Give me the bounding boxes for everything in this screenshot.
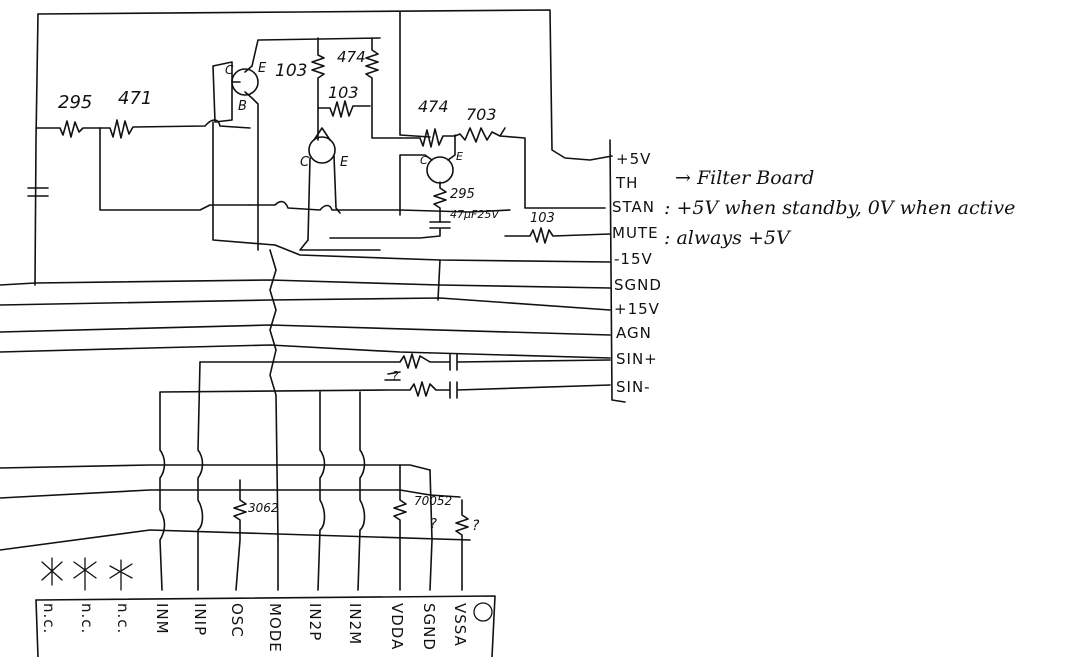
top-bus bbox=[34, 9, 613, 286]
pin-agn: AGN bbox=[616, 324, 652, 342]
t1-b: B bbox=[238, 99, 247, 114]
ic-pin-vssa: VSSA bbox=[451, 603, 469, 647]
label-r-474-top: 474 bbox=[337, 48, 366, 66]
pin-th: TH bbox=[615, 174, 638, 192]
ic-pin-mode: MODE bbox=[266, 603, 284, 653]
ic-pin-nc-3: n.c. bbox=[114, 603, 132, 634]
t2-c: C bbox=[300, 155, 310, 170]
label-r-295-a: 295 bbox=[58, 92, 92, 113]
ic-pin-in2m: IN2M bbox=[346, 603, 364, 645]
label-r-474-right: 474 bbox=[418, 97, 449, 116]
connector-pin-labels: +5V TH STAN MUTE -15V SGND +15V AGN SIN+… bbox=[612, 150, 662, 396]
ic-pin-nc-2: n.c. bbox=[78, 603, 96, 634]
ic-pin-inm: INM bbox=[153, 603, 171, 635]
t3-e: E bbox=[456, 150, 463, 163]
right-resistors bbox=[399, 127, 606, 209]
component-labels: 295 471 103 474 103 474 703 295 47µF25V … bbox=[58, 48, 555, 534]
t1-c: C bbox=[225, 63, 234, 77]
t2-e: E bbox=[340, 155, 349, 170]
sin-rc-network bbox=[159, 353, 611, 399]
ic-pin-in2p: IN2P bbox=[306, 603, 324, 641]
pin-mute: MUTE bbox=[612, 224, 659, 242]
label-q-sin: ? bbox=[392, 369, 399, 383]
label-cap-47: 47µF25V bbox=[450, 208, 500, 221]
transistor-2 bbox=[299, 127, 381, 251]
t3-c: C bbox=[420, 154, 428, 167]
pin-pos15v: +15V bbox=[614, 300, 660, 318]
transistor-3 bbox=[329, 134, 456, 239]
pin-neg15v: -15V bbox=[614, 250, 653, 268]
pin-sgnd: SGND bbox=[614, 276, 662, 294]
label-r-103-mid: 103 bbox=[328, 83, 359, 102]
transistor-1 bbox=[212, 37, 381, 251]
t1-e: E bbox=[258, 61, 267, 76]
ic-pin-nc-1: n.c. bbox=[40, 603, 58, 634]
pin-5v: +5V bbox=[616, 150, 651, 168]
note-filter-board: → Filter Board bbox=[675, 167, 814, 189]
label-q-vssa: ? bbox=[472, 518, 480, 534]
transistor-terminal-labels: C E B C E C E bbox=[225, 61, 463, 170]
label-r-703: 703 bbox=[466, 105, 497, 124]
connector-wires bbox=[0, 200, 611, 541]
label-r-103-e: 103 bbox=[275, 61, 307, 81]
nc-markers bbox=[41, 557, 133, 591]
label-r-70052: 70052 bbox=[414, 494, 452, 508]
left-capacitor bbox=[27, 187, 49, 197]
label-q-sgnd: ? bbox=[430, 517, 437, 532]
label-r-471: 471 bbox=[118, 88, 152, 109]
label-r-3062: 3062 bbox=[248, 501, 279, 515]
notes: → Filter Board : +5V when standby, 0V wh… bbox=[664, 167, 1015, 249]
input-resistor-row bbox=[35, 119, 251, 211]
ic-pin-inip: INIP bbox=[191, 603, 209, 636]
connector-block bbox=[609, 139, 626, 403]
top-resistor-cluster bbox=[311, 37, 401, 141]
label-r-295-b: 295 bbox=[450, 187, 475, 202]
ic-body bbox=[35, 595, 496, 657]
pin-stan: STAN bbox=[612, 198, 655, 216]
ic-pin-sgnd: SGND bbox=[420, 603, 438, 651]
pin-sin-plus: SIN+ bbox=[616, 350, 658, 368]
pin-sin-minus: SIN- bbox=[616, 378, 651, 396]
note-mute: : always +5V bbox=[664, 227, 792, 249]
ic-pin-labels: n.c. n.c. n.c. INM INIP OSC MODE IN2P IN… bbox=[40, 603, 469, 653]
ic-pin-vdda: VDDA bbox=[388, 603, 406, 650]
note-stan: : +5V when standby, 0V when active bbox=[664, 197, 1015, 219]
label-r-103-mute: 103 bbox=[530, 211, 555, 226]
ic-pin-leads bbox=[159, 361, 469, 591]
ic-pin-osc: OSC bbox=[228, 603, 246, 638]
